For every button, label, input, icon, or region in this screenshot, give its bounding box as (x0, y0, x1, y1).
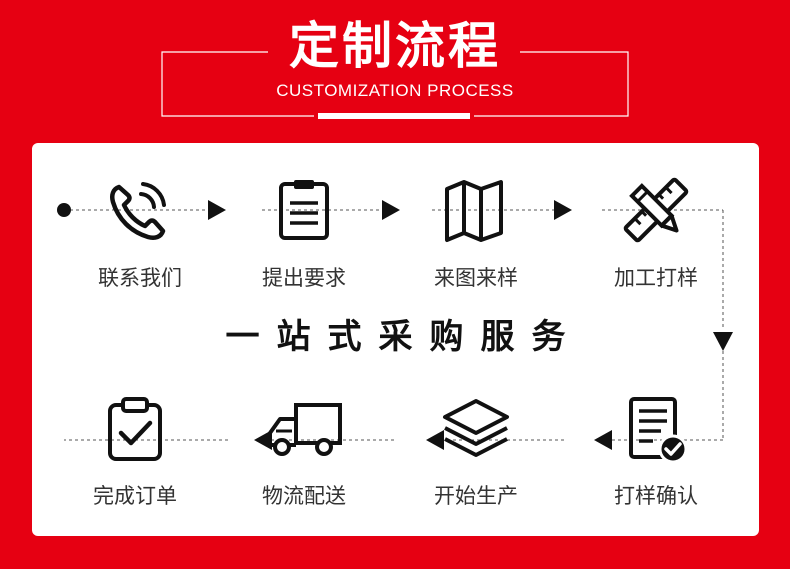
arrow-right-2 (382, 200, 400, 220)
step-sample-processing: 加工打样 (581, 177, 731, 291)
truck-icon (268, 403, 342, 456)
step-label: 开始生产 (434, 484, 518, 508)
arrow-left-3 (254, 430, 272, 450)
arrow-right-1 (208, 200, 226, 220)
clipboard-icon (279, 180, 329, 240)
page-title: 定制流程 (289, 17, 501, 75)
arrow-left-2 (426, 430, 444, 450)
header: 定制流程 CUSTOMIZATION PROCESS (0, 0, 790, 140)
arrow-down (713, 332, 733, 351)
step-label: 联系我们 (98, 266, 182, 290)
step-label: 来图来样 (434, 266, 518, 290)
step-sample-confirmation: 打样确认 (581, 395, 731, 509)
step-label: 打样确认 (614, 484, 698, 508)
map-icon (445, 180, 503, 242)
step-label: 加工打样 (614, 266, 698, 290)
step-label: 物流配送 (262, 484, 346, 508)
step-label: 提出要求 (262, 266, 346, 290)
phone-icon (110, 182, 166, 240)
page-subtitle: CUSTOMIZATION PROCESS (276, 81, 514, 100)
start-dot (57, 203, 71, 217)
step-order-complete: 完成订单 (60, 395, 210, 509)
header-frame (161, 51, 629, 119)
arrow-left-1 (594, 430, 612, 450)
slogan: 一站式采购服务 (225, 317, 583, 357)
step-contact-us: 联系我们 (65, 177, 215, 291)
process-card: 联系我们 提出要求 来图来样 (32, 143, 759, 536)
clipboard-check-icon (108, 397, 162, 461)
checklist-icon (629, 397, 688, 464)
layers-icon (443, 399, 509, 457)
step-logistics: 物流配送 (229, 395, 379, 509)
step-send-drawings: 来图来样 (401, 177, 551, 291)
step-label: 完成订单 (93, 484, 177, 508)
step-start-production: 开始生产 (401, 395, 551, 509)
step-submit-requirements: 提出要求 (229, 177, 379, 291)
arrow-right-3 (554, 200, 572, 220)
pencil-ruler-icon (623, 177, 689, 243)
